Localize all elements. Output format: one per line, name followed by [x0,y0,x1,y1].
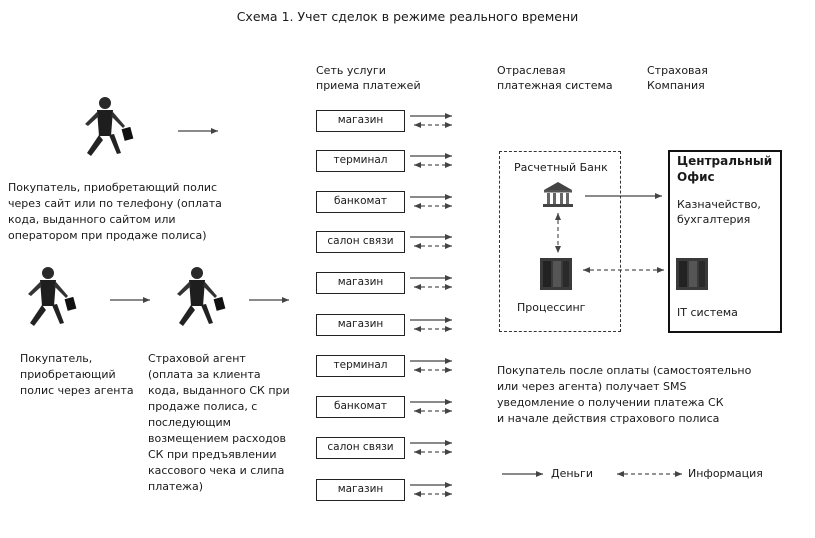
sms-note-line3: уведомление о получении платежа СК [497,396,724,409]
it-system-label: IT система [677,306,738,319]
agent-line9: платежа) [148,480,204,493]
network-point-box: магазин [316,272,405,294]
network-header-line1: Сеть услуги [316,64,386,77]
running-person-icon [177,267,226,326]
processing-server-icon [540,258,572,290]
central-office-box [668,150,782,333]
running-person-icon [85,97,134,156]
legend-money-label: Деньги [551,467,593,480]
insurer-header-line2: Компания [647,79,705,92]
industry-payment-system-box [499,151,621,332]
central-office-title-line1: Центральный [677,154,773,168]
agent-line1: Страховой агент [148,352,246,365]
treasury-line1: Казначейство, [677,198,761,211]
agent-line7: СК при предъявлении [148,448,277,461]
network-arrows [410,113,452,497]
central-office-title-line2: Офис [677,170,715,184]
agent-line4: продаже полиса, с [148,400,258,413]
treasury-line2: бухгалтерия [677,213,751,226]
sms-note-line1: Покупатель после оплаты (самостоятельно [497,364,752,377]
buyer-online-line1: Покупатель, приобретающий полис [8,181,218,194]
agent-line2: (оплата за клиента [148,368,261,381]
buyer-agent-line1: Покупатель, [20,352,93,365]
page-title: Схема 1. Учет сделок в режиме реального … [236,9,579,24]
industry-header-line1: Отраслевая [497,64,566,77]
industry-header-line2: платежная система [497,79,613,92]
processing-label: Процессинг [517,301,586,314]
network-point-box: салон связи [316,437,405,459]
settlement-bank-label: Расчетный Банк [514,161,608,174]
agent-line3: кода, выданного СК при [148,384,290,397]
agent-line6: возмещением расходов [148,432,286,445]
network-point-box: банкомат [316,191,405,213]
agent-line8: кассового чека и слипа [148,464,285,477]
it-server-icon [676,258,708,290]
sms-note-line2: или через агента) получает SMS [497,380,687,393]
network-point-box: терминал [316,150,405,172]
buyer-online-line2: через сайт или по телефону (оплата [8,197,222,210]
sms-note-line4: и начале действия страхового полиса [497,412,720,425]
legend-info-label: Информация [688,467,763,480]
network-point-box: терминал [316,355,405,377]
buyer-agent-line3: полис через агента [20,384,134,397]
bank-building-icon [543,182,573,207]
agent-line5: последующим [148,416,231,429]
insurer-header-line1: Страховая [647,64,708,77]
network-header-line2: приема платежей [316,79,421,92]
running-person-icon [28,267,77,326]
buyer-agent-line2: приобретающий [20,368,116,381]
network-point-box: магазин [316,479,405,501]
network-point-box: салон связи [316,231,405,253]
network-point-box: магазин [316,110,405,132]
buyer-online-line4: оператором при продаже полиса) [8,229,207,242]
network-point-box: банкомат [316,396,405,418]
buyer-online-line3: кода, выданного сайтом или [8,213,176,226]
network-point-box: магазин [316,314,405,336]
